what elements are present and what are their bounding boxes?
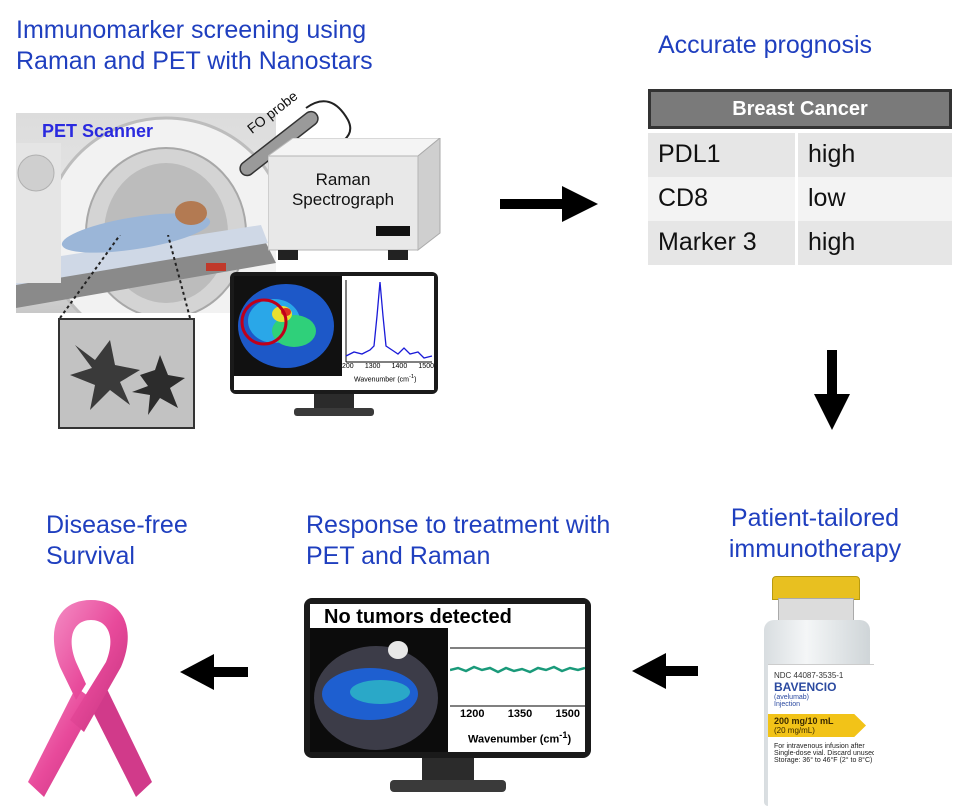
pet-scanner-photo: PET Scanner — [16, 113, 276, 313]
probe-cable — [305, 100, 352, 141]
survival-title-line1: Disease-free — [46, 511, 188, 539]
bottom-xlabel-sup: -1 — [559, 730, 568, 740]
screening-title-line2: Raman and PET with Nanostars — [16, 47, 373, 75]
vial-dose-badge: 200 mg/10 mL (20 mg/mL) — [768, 714, 866, 737]
immunotherapy-title: Patient-tailored immunotherapy — [700, 503, 930, 565]
spectrum-xlabel-end: ) — [414, 376, 417, 384]
bottom-xlabel-end: ) — [567, 733, 572, 746]
vial-generic: (avelumab) — [774, 694, 810, 701]
arrow-right — [500, 186, 598, 222]
monitor-top: 200 1300 1400 1500 Wavenumber (cm-1) — [230, 272, 440, 420]
level-cell: low — [808, 184, 846, 212]
spectrum-tick: 1300 — [364, 363, 381, 370]
vial-brand: BAVENCIO — [774, 680, 837, 694]
monitor-bottom-stand — [390, 780, 506, 792]
survival-title: Disease-free Survival — [46, 510, 188, 572]
spectrograph-label-line2: Spectrograph — [291, 190, 395, 209]
bottom-spectrum-tick: 1350 — [507, 708, 533, 720]
marker-cell: Marker 3 — [648, 221, 798, 265]
prognosis-title: Accurate prognosis — [658, 31, 873, 59]
vial-dose2: (20 mg/mL) — [774, 726, 815, 735]
marker-cell: CD8 — [648, 177, 798, 221]
monitor-bottom-neck — [422, 758, 474, 782]
zoom-lines — [59, 235, 191, 319]
vial-info2: Single-dose vial. Discard unused — [774, 750, 874, 757]
vial-crimp — [778, 598, 854, 622]
prognosis-table: Breast Cancer PDL1 high CD8 low Marker 3… — [648, 89, 952, 265]
immunotherapy-title-line2: immunotherapy — [728, 535, 902, 563]
pink-ribbon-icon — [28, 600, 152, 797]
spectrum-xlabel: Wavenumber (cm-1) — [354, 374, 417, 383]
spectrograph-box — [266, 136, 442, 260]
monitor-top-screen: 200 1300 1400 1500 Wavenumber (cm-1) — [234, 276, 434, 390]
spectrum-ticks: 200 1300 1400 1500 — [342, 363, 434, 370]
pet-scanner-label: PET Scanner — [42, 121, 154, 141]
spectrograph-label-line1: Raman — [315, 170, 371, 189]
vial-ndc: NDC 44087-3535-1 — [774, 671, 844, 680]
survival-title-line2: Survival — [46, 542, 135, 570]
table-header: Breast Cancer — [648, 89, 952, 129]
spectrum-tick: 1500 — [418, 363, 434, 370]
spectrum-tick: 1400 — [391, 363, 408, 370]
bottom-spectrum-ticks: 1200 1350 1500 — [460, 708, 580, 720]
vial-info3: Storage: 36° to 46°F (2° to 8°C) — [774, 757, 873, 764]
bottom-spectrum-xlabel: Wavenumber (cm-1) — [468, 730, 571, 746]
drug-vial: NDC 44087-3535-1 BAVENCIO (avelumab) Inj… — [758, 576, 878, 807]
marker-cell: PDL1 — [648, 133, 798, 177]
flat-spectrum — [450, 647, 585, 707]
nanostar-icon — [60, 320, 193, 427]
bottom-spectrum-tick: 1200 — [460, 708, 485, 720]
vial-dose1: 200 mg/10 mL — [774, 716, 834, 726]
arrow-left-2 — [180, 654, 248, 690]
response-title-line2: PET and Raman — [306, 542, 491, 570]
raman-spectrograph: Raman Spectrograph — [266, 136, 443, 268]
bottom-xlabel-text: Wavenumber (cm — [468, 733, 560, 746]
monitor-label: No tumors detected — [324, 606, 512, 628]
vial-form: Injection — [774, 701, 801, 708]
monitor-bottom: No tumors detected 1200 1350 1500 Wavenu… — [304, 598, 591, 804]
pet-scan-clear — [310, 628, 448, 752]
spectrograph-label: Raman Spectrograph — [288, 170, 398, 210]
vial-info1: For intravenous infusion after — [774, 743, 865, 750]
response-title-line1: Response to treatment with — [306, 511, 611, 539]
spectrum-tick: 200 — [342, 363, 354, 370]
screening-title: Immunomarker screening using Raman and P… — [16, 15, 373, 77]
level-cell: high — [808, 140, 856, 168]
vial-cap — [772, 576, 860, 600]
screening-title-line1: Immunomarker screening using — [16, 16, 367, 44]
monitor-top-neck — [314, 394, 354, 410]
bottom-spectrum-tick: 1500 — [555, 708, 580, 720]
arrow-down — [814, 350, 850, 430]
table-row: Marker 3 high — [648, 221, 952, 265]
arrow-left-1 — [632, 653, 698, 689]
spectrum-xlabel-sup: -1 — [408, 374, 415, 380]
immunotherapy-title-line1: Patient-tailored — [730, 504, 900, 532]
pet-heatmap — [234, 276, 433, 376]
response-title: Response to treatment with PET and Raman — [306, 510, 610, 572]
table-row: CD8 low — [648, 177, 952, 221]
table-row: PDL1 high — [648, 133, 952, 177]
vial-label: NDC 44087-3535-1 BAVENCIO (avelumab) Inj… — [768, 664, 874, 807]
monitor-top-stand — [294, 408, 374, 416]
monitor-bottom-screen: No tumors detected 1200 1350 1500 Wavenu… — [310, 604, 585, 752]
level-cell: high — [808, 228, 856, 256]
nanostar-tem-image — [58, 318, 195, 429]
pet-scanner-illustration — [16, 116, 276, 313]
spectrum-xlabel-text: Wavenumber (cm — [354, 376, 409, 384]
